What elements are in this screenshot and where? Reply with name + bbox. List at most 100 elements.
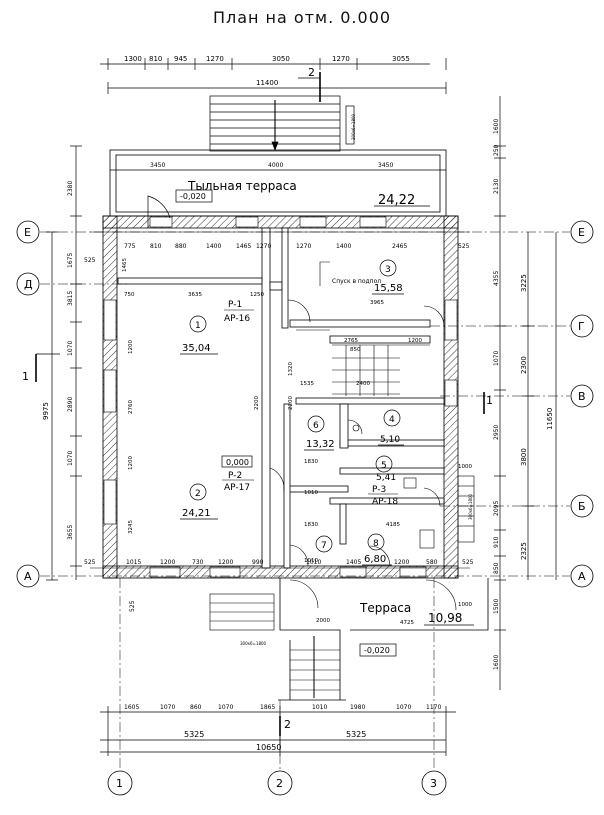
dim-A-6: 1010 — [306, 559, 321, 566]
section-p3-mark: P-3 — [372, 485, 386, 495]
dim-E-8: 2465 — [392, 243, 407, 250]
dim-int-9: 1830 — [304, 459, 318, 465]
front-terrace-level: -0,020 — [364, 646, 390, 655]
section-p2-sheet: AP-17 — [224, 483, 250, 493]
cut-mark-2-top: 2 — [308, 66, 315, 79]
plan-title: План на отм. 0.000 — [212, 8, 392, 27]
front-terrace-outline — [278, 578, 489, 701]
dim-int-0: 3635 — [188, 292, 202, 298]
rear-terrace-area: 24,22 — [378, 193, 415, 208]
dim-A-1: 1015 — [126, 559, 141, 566]
room-7-tag: 7 — [315, 535, 333, 553]
left-dimensions — [46, 145, 82, 581]
dim-left-0: 2380 — [67, 181, 74, 196]
dim-E-10: 525 — [84, 257, 96, 264]
section-mark-p3: P-3 AP-18 — [368, 485, 398, 507]
room-4-number: 4 — [389, 415, 395, 425]
room-1-number: 1 — [195, 321, 201, 331]
axis-bubbles-right — [570, 220, 594, 588]
dim-bottom-1: 1070 — [160, 704, 175, 711]
rear-door — [147, 195, 171, 228]
dim-top-total: 11400 — [256, 79, 278, 87]
dim-right-6: 2095 — [493, 501, 500, 516]
dim-int-3: 3965 — [370, 300, 384, 306]
room-8-area: 6,80 — [364, 554, 386, 565]
cut-mark-1-right: 1 — [486, 394, 493, 407]
dim-E-5: 1270 — [256, 243, 271, 250]
dim-right-mid-1: 2300 — [520, 356, 528, 374]
room-5-number: 5 — [381, 461, 387, 471]
room-6-area: 13,32 — [306, 439, 335, 450]
room-8-tag: 8 6,80 — [362, 533, 392, 566]
floor-level-mark: 0,000 — [226, 458, 249, 467]
vertical-axis-lines — [119, 578, 435, 770]
front-terrace-level-box — [359, 643, 397, 657]
section-p3-sheet: AP-18 — [372, 497, 398, 507]
dim-int-16: 1000 — [458, 464, 472, 470]
dim-bottom-5: 1010 — [312, 704, 327, 711]
dim-A-5: 990 — [252, 559, 264, 566]
dim-int-6: 1200 — [408, 338, 422, 344]
axis-bubbles-bottom — [107, 770, 447, 796]
dim-left-2: 3815 — [67, 291, 74, 306]
front-steps — [209, 579, 457, 698]
room-5-area: 5,41 — [376, 473, 396, 483]
axis-1: 1 — [116, 777, 123, 790]
axis-2: 2 — [276, 777, 283, 790]
dim-bottom-half-right: 5325 — [346, 730, 366, 739]
dim-rt-0: 3450 — [150, 162, 165, 169]
dim-int-11: 1830 — [304, 522, 318, 528]
dim-E-9: 525 — [458, 243, 470, 250]
dim-bottom-4: 1865 — [260, 704, 275, 711]
dim-right-total: 11650 — [546, 408, 554, 430]
dim-E-4: 1465 — [236, 243, 251, 250]
dim-left-5: 1070 — [67, 451, 74, 466]
right-dimensions — [494, 96, 557, 690]
dim-int-4: 2765 — [344, 338, 358, 344]
dim-li-4: 3245 — [128, 520, 134, 534]
rear-steps — [209, 95, 355, 152]
stair-label: Спуск в подпол — [332, 278, 381, 285]
stair-tag-rear: 300х6=1800 — [351, 113, 356, 140]
dim-int-18: 2200 — [254, 396, 260, 410]
dim-int-17: 1000 — [458, 602, 472, 608]
section-p2-mark: P-2 — [228, 471, 242, 481]
dim-top-5: 1270 — [332, 55, 350, 63]
front-terrace-label: Терраса — [359, 601, 411, 615]
dim-E-6: 1270 — [296, 243, 311, 250]
dim-right-mid-0: 3225 — [520, 274, 528, 292]
dim-right-1: 250 — [493, 144, 500, 156]
left-dimension-labels: 2380 1675 3815 1070 2890 1070 3655 525 9… — [42, 181, 136, 612]
stair-tag-side: 300х6=1800 — [468, 493, 473, 520]
dim-int-15: 2000 — [316, 618, 330, 624]
room-3-number: 3 — [385, 265, 391, 275]
room-3-area: 15,58 — [374, 283, 403, 294]
dim-li-0: 1465 — [122, 258, 128, 272]
dim-left-1: 1675 — [67, 253, 74, 268]
axis-bubbles-left — [16, 220, 40, 588]
room-4-area: 5,10 — [380, 435, 400, 445]
dim-right-0: 1600 — [493, 119, 500, 134]
dim-right-mid-3: 2325 — [520, 542, 528, 560]
dim-li-1: 1200 — [128, 340, 134, 354]
plumbing-fixtures — [352, 424, 435, 549]
room-6-tag: 6 13,32 — [304, 415, 335, 451]
section-p1-mark: P-1 — [228, 300, 242, 310]
cut-mark-2-bottom: 2 — [284, 718, 291, 731]
dim-int-19: 2200 — [288, 396, 294, 410]
right-dimension-labels: 1600 250 2130 4355 1070 2950 2095 910 85… — [493, 119, 554, 670]
front-terrace-area: 10,98 — [428, 611, 462, 625]
axis-B-right: Б — [578, 500, 586, 513]
interior-dimensions: 3635 750 1250 3965 2765 850 1200 1535 24… — [124, 292, 472, 626]
dim-left-3: 1070 — [67, 341, 74, 356]
dim-E-1: 810 — [150, 243, 162, 250]
interior-walls — [117, 227, 445, 569]
room-6-number: 6 — [313, 421, 319, 431]
room-3-tag: 3 15,58 — [372, 259, 404, 295]
room-2-number: 2 — [195, 489, 201, 499]
dim-int-8: 2400 — [356, 381, 370, 387]
rear-terrace-label: Тыльная терраса — [187, 179, 297, 193]
window-openings — [103, 216, 458, 578]
section-cut-2-top — [298, 72, 321, 102]
section-mark-p1: P-1 AP-16 — [224, 300, 254, 324]
